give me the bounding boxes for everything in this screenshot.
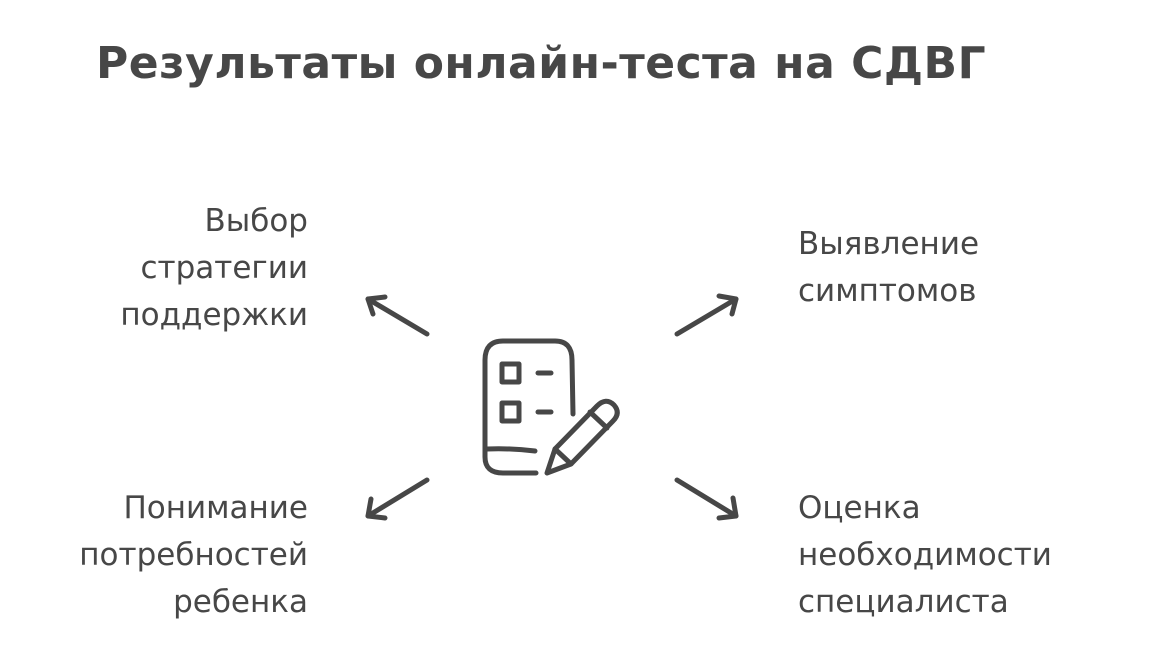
branch-line: Оценка (798, 490, 921, 526)
checklist-with-pencil-icon (482, 338, 620, 476)
branch-line: потребностей (79, 537, 308, 573)
branch-line: Понимание (123, 490, 308, 526)
branch-line: ребенка (173, 584, 308, 620)
branch-symptom-detection: Выявление симптомов (798, 221, 979, 315)
arrow-down-right-icon (674, 477, 739, 521)
branch-child-needs: Понимание потребностей ребенка (79, 485, 308, 626)
arrow-up-left-icon (365, 294, 430, 337)
arrow-down-left-icon (365, 477, 430, 521)
branch-line: необходимости (798, 537, 1052, 573)
branch-support-strategy: Выбор стратегии поддержки (120, 198, 308, 339)
branch-line: стратегии (140, 250, 309, 286)
branch-line: поддержки (120, 297, 308, 333)
branch-line: специалиста (798, 584, 1009, 620)
arrow-up-right-icon (674, 293, 739, 337)
page-title: Результаты онлайн-теста на СДВГ (96, 38, 987, 89)
branch-line: Выявление (798, 226, 980, 262)
branch-line: симптомов (798, 273, 977, 309)
branch-specialist-need: Оценка необходимости специалиста (798, 485, 1052, 626)
branch-line: Выбор (204, 203, 308, 239)
